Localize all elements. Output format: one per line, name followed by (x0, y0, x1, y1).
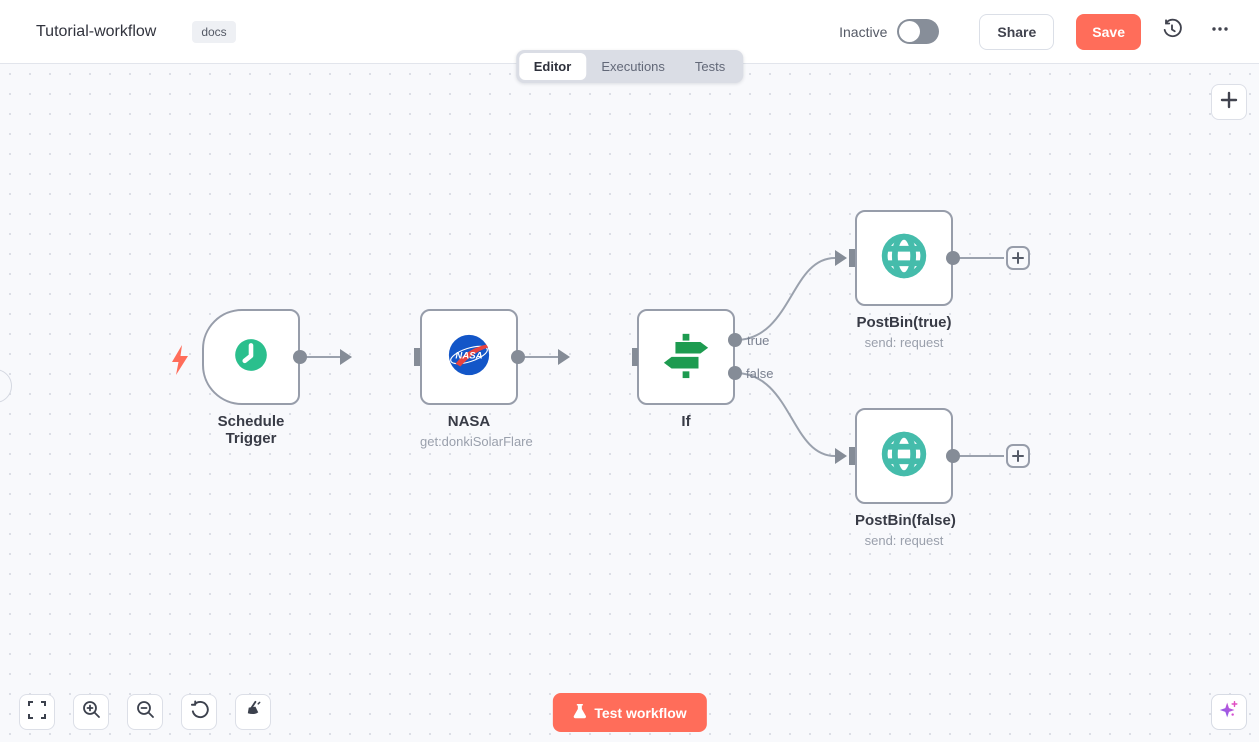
tab-executions[interactable]: Executions (601, 59, 665, 74)
reset-zoom-button[interactable] (181, 694, 217, 730)
node-postbin-true[interactable]: PostBin(true) send: request (855, 210, 953, 350)
view-tabs: Editor Executions Tests (515, 50, 744, 83)
node-box-if[interactable] (637, 309, 735, 405)
test-workflow-label: Test workflow (594, 704, 687, 721)
add-node-endpoint-true[interactable] (1006, 246, 1030, 270)
node-label: NASA (447, 413, 491, 430)
plus-endpoint-icon (1012, 252, 1024, 264)
docs-tag[interactable]: docs (192, 20, 236, 43)
fit-view-icon (28, 700, 46, 724)
node-subtitle: send: request (864, 533, 944, 548)
flask-icon (572, 703, 586, 722)
add-node-endpoint-false[interactable] (1006, 444, 1030, 468)
left-edge-handle (0, 369, 12, 403)
toggle-knob (899, 21, 921, 42)
node-subtitle: get:donkiSolarFlare (420, 434, 533, 449)
node-box-schedule[interactable] (202, 309, 300, 405)
branch-label-false: false (746, 366, 774, 381)
node-subtitle: send: request (864, 335, 944, 350)
workflow-history-button[interactable] (1155, 15, 1189, 49)
tidy-up-icon (244, 700, 263, 724)
zoom-to-fit-button[interactable] (19, 694, 55, 730)
workflow-canvas[interactable]: true false Schedule Trigger (0, 64, 1259, 742)
node-postbin-false[interactable]: PostBin(false) send: request (855, 408, 956, 548)
active-toggle[interactable] (897, 19, 940, 44)
node-nasa[interactable]: NASA NASA get:donkiSolarFlare (420, 309, 533, 449)
node-box-nasa[interactable]: NASA (420, 309, 518, 405)
plus-endpoint-icon (1012, 450, 1024, 462)
test-workflow-button[interactable]: Test workflow (552, 693, 707, 732)
ai-assistant-button[interactable] (1211, 694, 1247, 730)
share-button[interactable]: Share (979, 13, 1055, 50)
zoom-in-button[interactable] (73, 694, 109, 730)
node-label: PostBin(false) (855, 512, 956, 529)
tab-editor[interactable]: Editor (518, 53, 587, 80)
svg-text:NASA: NASA (455, 350, 482, 361)
tidy-up-button[interactable] (235, 694, 271, 730)
node-schedule-trigger[interactable]: Schedule Trigger (172, 309, 300, 447)
ellipsis-menu-icon (1210, 19, 1230, 44)
node-label: If (681, 413, 691, 430)
zoom-in-icon (82, 700, 101, 724)
tab-tests[interactable]: Tests (694, 59, 726, 74)
branch-label-true: true (747, 333, 770, 348)
clock-icon (231, 335, 271, 380)
zoom-out-button[interactable] (127, 694, 163, 730)
connection-layer (293, 249, 1004, 465)
reset-zoom-icon (190, 700, 209, 724)
save-button[interactable]: Save (1076, 13, 1141, 50)
more-menu-button[interactable] (1203, 15, 1237, 49)
node-label: PostBin(true) (856, 314, 952, 331)
lightning-trigger-icon (169, 344, 191, 381)
history-icon (1161, 18, 1183, 45)
zoom-out-icon (136, 700, 155, 724)
add-node-button[interactable] (1211, 84, 1247, 120)
node-box-postbin-false[interactable] (855, 408, 953, 504)
node-if[interactable]: If (637, 309, 735, 430)
workflow-title[interactable]: Tutorial-workflow (36, 22, 157, 40)
nasa-logo-icon: NASA (446, 332, 492, 383)
node-label: Schedule Trigger (217, 413, 285, 447)
plus-add-node-icon (1220, 91, 1238, 114)
active-status-label: Inactive (839, 23, 888, 40)
node-box-postbin-true[interactable] (855, 210, 953, 306)
globe-icon (876, 228, 932, 289)
sparkle-assistant-icon (1218, 699, 1240, 726)
signpost-icon (661, 330, 711, 385)
globe-icon (876, 426, 932, 487)
